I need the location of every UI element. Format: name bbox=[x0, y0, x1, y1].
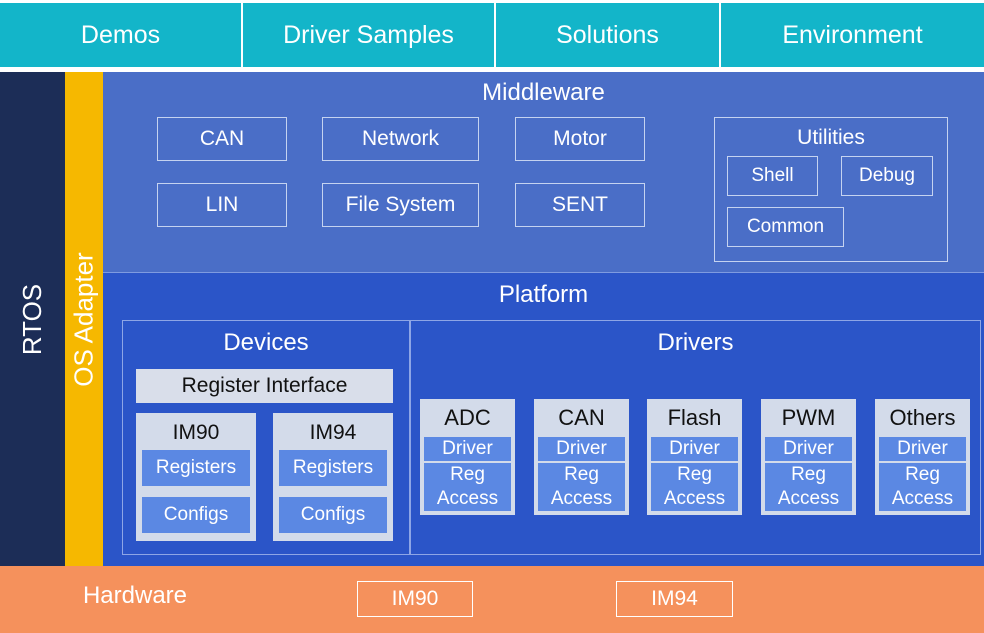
driver-name: ADC bbox=[444, 405, 491, 430]
register-interface: Register Interface bbox=[136, 369, 393, 403]
reg-access-line1: Reg bbox=[905, 464, 940, 485]
tab-solutions[interactable]: Solutions bbox=[496, 3, 719, 67]
utilities-group bbox=[714, 117, 948, 262]
device-name: IM90 bbox=[172, 421, 220, 444]
reg-access-line2: Access bbox=[663, 488, 726, 509]
middleware-title: Middleware bbox=[482, 79, 605, 106]
rtos-label: RTOS bbox=[17, 283, 48, 355]
os-adapter-layer: OS Adapter bbox=[65, 72, 103, 566]
device-configs: Configs bbox=[142, 497, 250, 533]
reg-access-line2: Access bbox=[550, 488, 613, 509]
middleware-can: CAN bbox=[157, 117, 287, 161]
reg-access: Reg Access bbox=[424, 463, 511, 511]
reg-access-line1: Reg bbox=[564, 464, 599, 485]
utility-common: Common bbox=[727, 207, 844, 247]
reg-access-line2: Access bbox=[777, 488, 840, 509]
reg-access: Reg Access bbox=[879, 463, 966, 511]
middleware-network: Network bbox=[322, 117, 479, 161]
device-registers: Registers bbox=[279, 450, 387, 486]
utility-shell: Shell bbox=[727, 156, 818, 196]
reg-access-line1: Reg bbox=[791, 464, 826, 485]
driver-name: Flash bbox=[667, 405, 722, 430]
device-registers: Registers bbox=[142, 450, 250, 486]
driver-name: PWM bbox=[781, 405, 836, 430]
tab-environment[interactable]: Environment bbox=[721, 3, 984, 67]
device-name: IM94 bbox=[309, 421, 357, 444]
middleware-motor: Motor bbox=[515, 117, 645, 161]
middleware-layer bbox=[103, 72, 984, 272]
hardware-title: Hardware bbox=[82, 582, 188, 609]
reg-access-line2: Access bbox=[891, 488, 954, 509]
reg-access: Reg Access bbox=[765, 463, 852, 511]
driver-layer: Driver bbox=[765, 437, 852, 461]
hardware-chip-im90: IM90 bbox=[357, 581, 473, 617]
device-configs: Configs bbox=[279, 497, 387, 533]
hardware-layer bbox=[0, 566, 984, 633]
reg-access-line1: Reg bbox=[450, 464, 485, 485]
reg-access-line2: Access bbox=[436, 488, 499, 509]
driver-layer: Driver bbox=[424, 437, 511, 461]
top-tab-bar: Demos Driver Samples Solutions Environme… bbox=[0, 0, 984, 70]
os-adapter-label: OS Adapter bbox=[68, 251, 99, 387]
driver-name: CAN bbox=[558, 405, 605, 430]
drivers-panel bbox=[410, 320, 981, 555]
tab-demos[interactable]: Demos bbox=[0, 3, 241, 67]
reg-access: Reg Access bbox=[651, 463, 738, 511]
middleware-file-system: File System bbox=[322, 183, 479, 227]
driver-layer: Driver bbox=[538, 437, 625, 461]
driver-layer: Driver bbox=[651, 437, 738, 461]
devices-panel bbox=[122, 320, 410, 555]
driver-layer: Driver bbox=[879, 437, 966, 461]
platform-title: Platform bbox=[498, 281, 589, 308]
utilities-title: Utilities bbox=[797, 126, 865, 149]
tab-driver-samples[interactable]: Driver Samples bbox=[243, 3, 494, 67]
middleware-lin: LIN bbox=[157, 183, 287, 227]
reg-access: Reg Access bbox=[538, 463, 625, 511]
hardware-chip-im94: IM94 bbox=[616, 581, 733, 617]
driver-name: Others bbox=[889, 405, 956, 430]
utility-debug: Debug bbox=[841, 156, 933, 196]
devices-title: Devices bbox=[223, 329, 309, 356]
middleware-sent: SENT bbox=[515, 183, 645, 227]
rtos-layer: RTOS bbox=[0, 72, 65, 566]
reg-access-line1: Reg bbox=[677, 464, 712, 485]
drivers-title: Drivers bbox=[657, 329, 734, 356]
